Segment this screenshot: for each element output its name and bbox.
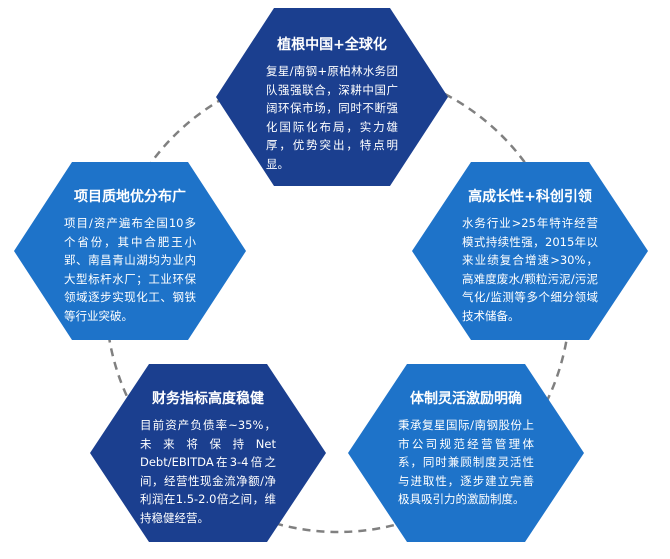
hexagon-title: 财务指标高度稳健 xyxy=(152,391,264,407)
hexagon-title: 项目质地优分布广 xyxy=(74,189,186,205)
hexagon-title: 植根中国+全球化 xyxy=(277,37,387,53)
hexagon-title: 高成长性+科创引领 xyxy=(468,189,592,205)
hexagon-description: 复星/南钢+原柏林水务团队强强联合，深耕中国广阔环保市场，同时不断强化国际化布局… xyxy=(266,64,398,171)
hexagon-title: 体制灵活激励明确 xyxy=(410,391,522,407)
hexagon-description: 目前资产负债率~35%，未来将保持Net Debt/EBITDA在3-4倍之间，… xyxy=(140,418,276,525)
hexagon-description: 项目/资产遍布全国10多个省份，其中合肥王小郢、南昌青山湖均为业内大型标杆水厂；… xyxy=(64,216,196,323)
hexagon-description: 秉承复星国际/南钢股份上市公司规范经营管理体系，同时兼顾制度灵活性与进取性，逐步… xyxy=(398,418,534,506)
hexagon-description: 水务行业>25年特许经营模式持续性强，2015年以来业绩复合增速>30%，高难度… xyxy=(462,216,598,323)
